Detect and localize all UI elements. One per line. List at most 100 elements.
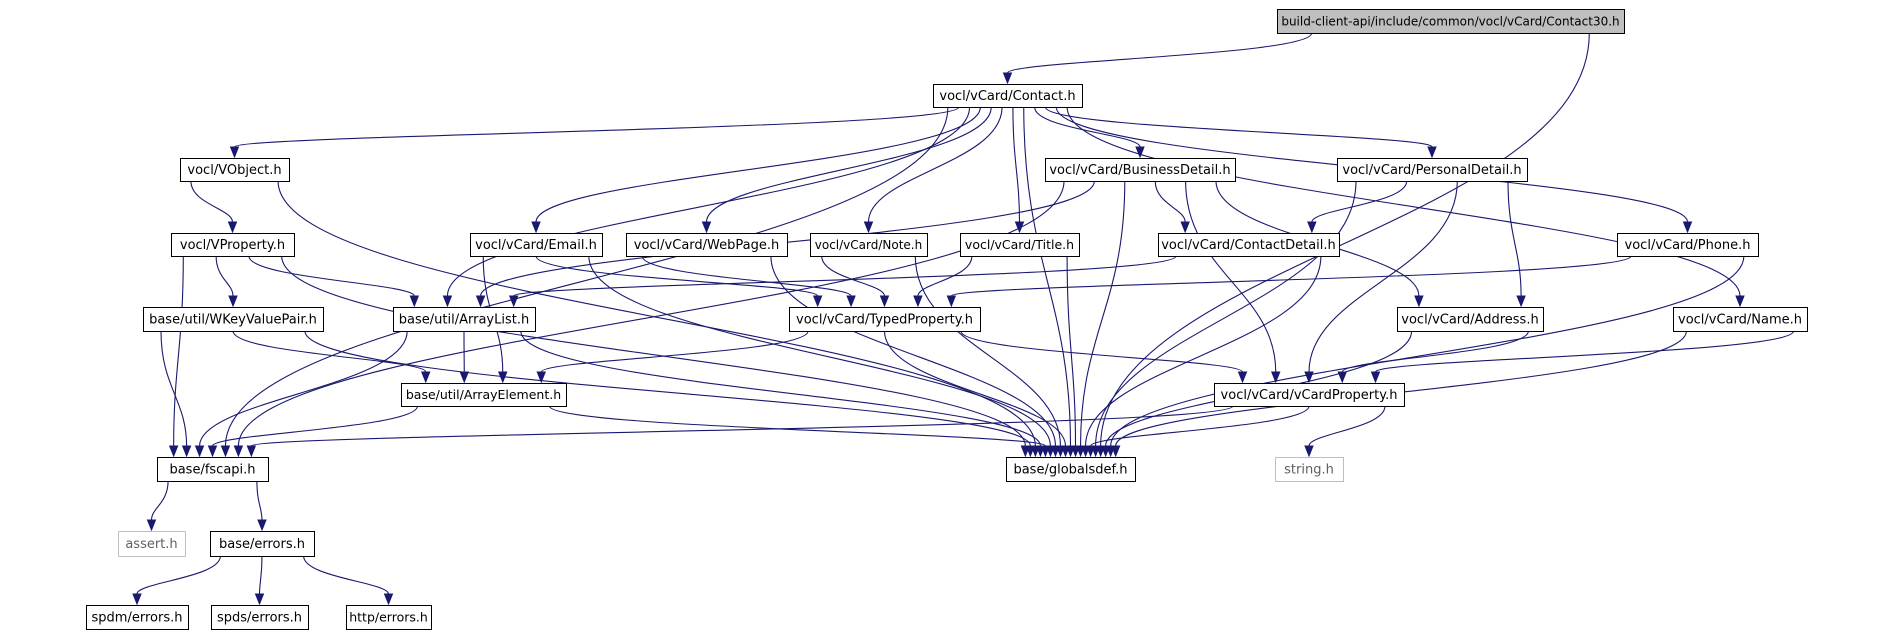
node-box — [1158, 233, 1340, 257]
arrowhead — [946, 295, 957, 308]
node-spdm[interactable]: spdm/errors.h — [86, 605, 189, 630]
node-box — [346, 605, 432, 630]
arrowhead — [1414, 295, 1424, 308]
arrowhead — [1271, 371, 1281, 384]
node-box — [810, 233, 928, 257]
nodes-layer: build-client-api/include/common/vocl/vCa… — [86, 9, 1808, 630]
edge-vproperty-to-wkeyvalue — [215, 255, 238, 308]
node-personal[interactable]: vocl/vCard/PersonalDetail.h — [1337, 158, 1528, 182]
arrowhead — [1100, 445, 1111, 458]
edge-vproperty-to-fscapi — [168, 255, 184, 458]
node-vobject[interactable]: vocl/VObject.h — [180, 158, 290, 182]
arrowhead — [1060, 445, 1071, 458]
edge-arraylist-to-arrayelement — [459, 330, 469, 384]
arrowhead — [1025, 445, 1036, 458]
arrowhead — [846, 295, 856, 308]
arrowhead — [1516, 295, 1526, 308]
node-errors[interactable]: base/errors.h — [210, 531, 315, 557]
node-contact[interactable]: vocl/vCard/Contact.h — [933, 84, 1083, 108]
arrowhead — [168, 445, 179, 458]
edge-typedprop-to-globalsdef — [883, 330, 1071, 458]
edge-contact-to-note — [863, 106, 1003, 234]
node-box — [1045, 158, 1236, 182]
node-label: vocl/vCard/Note.h — [815, 238, 922, 252]
arrowhead — [812, 295, 823, 308]
node-box — [1337, 158, 1528, 182]
edge-vobject-to-vproperty — [190, 180, 238, 234]
arrowhead — [1735, 295, 1745, 308]
arrowhead — [383, 593, 394, 606]
node-email[interactable]: vocl/vCard/Email.h — [470, 233, 603, 257]
node-label: base/util/ArrayList.h — [399, 313, 529, 328]
node-vcardprop[interactable]: vocl/vCard/vCardProperty.h — [1214, 383, 1405, 407]
node-address[interactable]: vocl/vCard/Address.h — [1397, 307, 1544, 332]
arrowhead — [508, 295, 519, 308]
edge-contact-to-arraylist — [442, 106, 971, 308]
edge-title-to-globalsdef — [1066, 255, 1081, 458]
node-box — [1275, 457, 1344, 482]
node-http[interactable]: http/errors.h — [346, 605, 432, 630]
node-box — [626, 233, 788, 257]
arrowhead — [246, 445, 257, 458]
node-label: base/errors.h — [219, 537, 305, 552]
arrowhead — [207, 445, 218, 458]
node-contactdetail[interactable]: vocl/vCard/ContactDetail.h — [1158, 233, 1340, 257]
node-label: http/errors.h — [349, 610, 428, 625]
node-asserth: assert.h — [118, 531, 186, 557]
node-fscapi[interactable]: base/fscapi.h — [157, 457, 269, 482]
node-vproperty[interactable]: vocl/VProperty.h — [171, 233, 295, 257]
node-webpage[interactable]: vocl/vCard/WebPage.h — [626, 233, 788, 257]
arrowhead — [1135, 146, 1145, 159]
node-label: vocl/VObject.h — [187, 163, 281, 178]
node-note[interactable]: vocl/vCard/Note.h — [810, 233, 928, 257]
arrowhead — [701, 221, 712, 234]
node-arrayelement[interactable]: base/util/ArrayElement.h — [401, 383, 567, 407]
node-box — [143, 307, 324, 332]
node-name[interactable]: vocl/vCard/Name.h — [1673, 307, 1808, 332]
edge-personal-to-globalsdef — [1090, 180, 1357, 458]
node-box — [1277, 9, 1625, 34]
node-box — [180, 158, 290, 182]
node-arraylist[interactable]: base/util/ArrayList.h — [393, 307, 536, 332]
arrowhead — [194, 445, 205, 458]
node-globalsdef[interactable]: base/globalsdef.h — [1006, 457, 1136, 482]
edge-personal-to-vcardprop — [1304, 180, 1458, 384]
arrowhead — [421, 371, 431, 384]
node-wkeyvalue[interactable]: base/util/WKeyValuePair.h — [143, 307, 324, 332]
arrowhead — [1110, 445, 1121, 458]
arrowhead — [409, 295, 420, 308]
node-box — [960, 233, 1080, 257]
node-box — [211, 605, 309, 630]
edge-errors-to-spds — [254, 555, 265, 606]
node-label: vocl/vCard/PersonalDetail.h — [1342, 163, 1521, 178]
node-box — [470, 233, 603, 257]
edge-contact-to-name — [1066, 106, 1745, 308]
node-business[interactable]: vocl/vCard/BusinessDetail.h — [1045, 158, 1236, 182]
node-label: vocl/vCard/BusinessDetail.h — [1049, 163, 1230, 178]
node-box — [86, 605, 189, 630]
arrowhead — [1307, 221, 1317, 234]
arrowhead — [1427, 146, 1437, 159]
node-label: vocl/vCard/WebPage.h — [634, 238, 779, 253]
edge-typedprop-to-arrayelement — [536, 330, 809, 384]
edge-webpage-to-globalsdef — [770, 255, 1061, 458]
edge-phone-to-typedprop — [946, 255, 1632, 308]
arrowhead — [181, 445, 192, 458]
node-title[interactable]: vocl/vCard/Title.h — [960, 233, 1080, 257]
arrowhead — [1040, 445, 1051, 458]
node-label: base/util/WKeyValuePair.h — [149, 313, 317, 328]
node-root[interactable]: build-client-api/include/common/vocl/vCa… — [1277, 9, 1625, 34]
node-box — [789, 307, 981, 332]
edge-contact-to-business — [1034, 106, 1145, 159]
edge-wkeyvalue-to-fscapi — [160, 330, 192, 458]
node-typedprop[interactable]: vocl/vCard/TypedProperty.h — [789, 307, 981, 332]
edge-business-to-fscapi — [233, 180, 1065, 458]
arrowhead — [229, 146, 240, 159]
arrowhead — [254, 593, 265, 606]
node-spds[interactable]: spds/errors.h — [211, 605, 309, 630]
arrowhead — [1085, 445, 1096, 458]
node-label: vocl/vCard/Contact.h — [939, 89, 1075, 104]
node-phone[interactable]: vocl/vCard/Phone.h — [1617, 233, 1759, 257]
node-label: build-client-api/include/common/vocl/vCa… — [1281, 15, 1619, 29]
